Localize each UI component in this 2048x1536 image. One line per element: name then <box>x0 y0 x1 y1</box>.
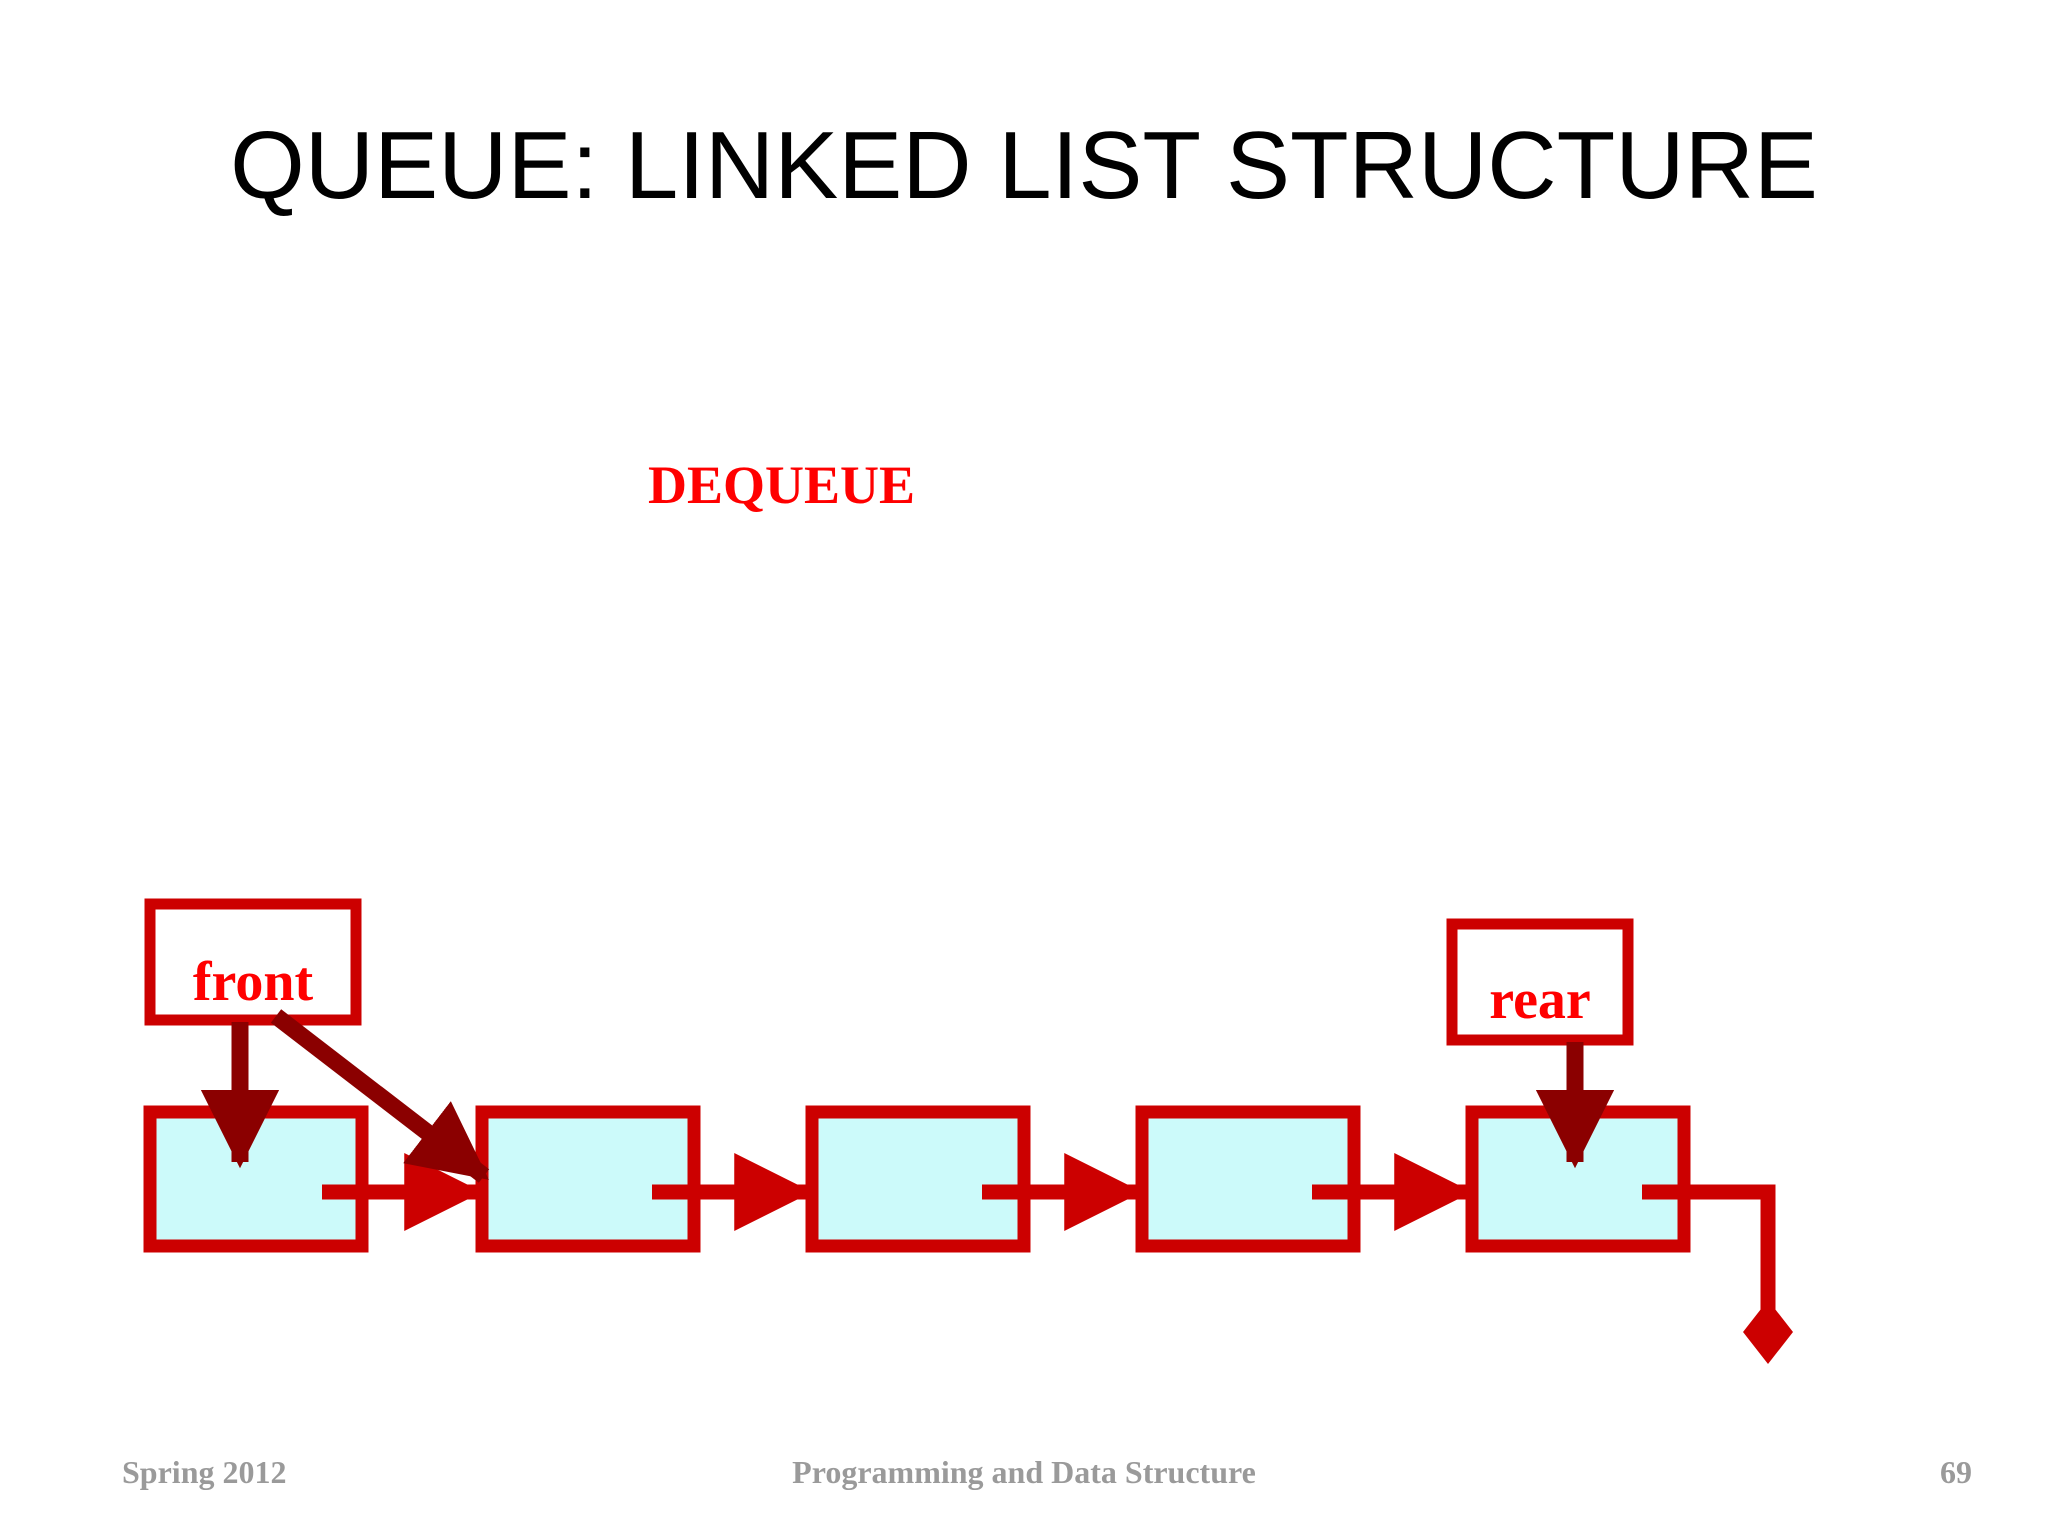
null-diamond-icon <box>1743 1300 1793 1364</box>
operation-label: DEQUEUE <box>648 455 916 515</box>
footer-course-title: Programming and Data Structure <box>792 1454 1256 1490</box>
footer-term: Spring 2012 <box>122 1454 287 1490</box>
front-to-node1-arrow <box>270 1009 490 1183</box>
list-node-1 <box>475 1105 701 1253</box>
front-pointer-box: front <box>144 898 362 1026</box>
node-list <box>143 1105 1691 1253</box>
list-node-0 <box>143 1105 369 1253</box>
page-title: QUEUE: LINKED LIST STRUCTURE <box>230 112 1818 219</box>
footer-page-number: 69 <box>1940 1454 1972 1490</box>
front-box-label: front <box>193 951 314 1013</box>
front-box-rect <box>144 898 362 1026</box>
null-terminator-line <box>1642 1184 1776 1330</box>
pointer-arrow-group <box>200 1009 1615 1183</box>
list-node-2 <box>805 1105 1031 1253</box>
null-terminator <box>1642 1184 1793 1364</box>
list-node-3 <box>1135 1105 1361 1253</box>
rear-pointer-box: rear <box>1446 918 1634 1046</box>
rear-box-rect <box>1446 918 1634 1046</box>
rear-box-label: rear <box>1489 969 1591 1031</box>
slide-footer: Spring 2012 Programming and Data Structu… <box>0 1456 2048 1516</box>
